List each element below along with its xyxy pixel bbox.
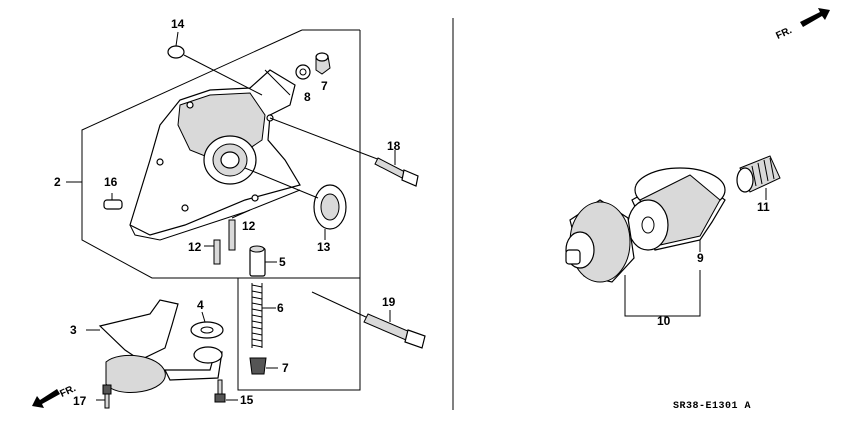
spring-6	[251, 283, 276, 348]
washer-8	[295, 64, 311, 80]
diagram-code: SR38-E1301 A	[673, 401, 752, 412]
callout-12-left: 12	[188, 240, 202, 254]
stud-12-left	[213, 239, 221, 265]
bolt-15	[214, 379, 238, 403]
callout-8: 8	[304, 90, 311, 104]
o-ring-14	[167, 45, 185, 59]
callout-17: 17	[73, 394, 87, 408]
bolt-17	[96, 384, 112, 409]
callout-18: 18	[387, 139, 401, 153]
callout-15: 15	[240, 393, 254, 407]
callout-16: 16	[104, 175, 118, 189]
oil-filter-connector-11	[736, 155, 781, 200]
oil-pump-body	[129, 69, 301, 241]
oil-seal-13	[244, 167, 347, 240]
callout-4: 4	[197, 298, 204, 312]
callout-19: 19	[382, 295, 396, 309]
callout-12-right: 12	[242, 219, 256, 233]
callout-6: 6	[277, 301, 284, 315]
oil-filter-9	[627, 167, 726, 252]
callout-10: 10	[657, 314, 671, 328]
assembly-bracket-2	[81, 29, 361, 391]
front-arrow-bottom-icon	[32, 389, 60, 408]
callout-5: 5	[279, 255, 286, 269]
callout-3: 3	[70, 323, 77, 337]
oil-strainer-3	[86, 299, 223, 393]
callout-7-bottom: 7	[282, 361, 289, 375]
stud-12-right	[228, 219, 236, 251]
oil-filter-cutaway	[565, 199, 635, 283]
relief-valve-5	[249, 245, 277, 277]
callout-7-top: 7	[321, 79, 328, 93]
bolt-19	[311, 291, 426, 349]
callout-14: 14	[171, 17, 185, 31]
plug-7-bottom	[249, 357, 278, 375]
dowel-pin-16	[103, 199, 123, 210]
callout-9: 9	[697, 251, 704, 265]
callout-13: 13	[317, 240, 331, 254]
callout-11: 11	[757, 200, 770, 214]
bolt-18	[269, 117, 419, 187]
gasket-4	[190, 311, 224, 339]
bracket-10	[624, 270, 701, 317]
front-arrow-top-icon	[800, 8, 830, 27]
callout-2: 2	[54, 175, 61, 189]
